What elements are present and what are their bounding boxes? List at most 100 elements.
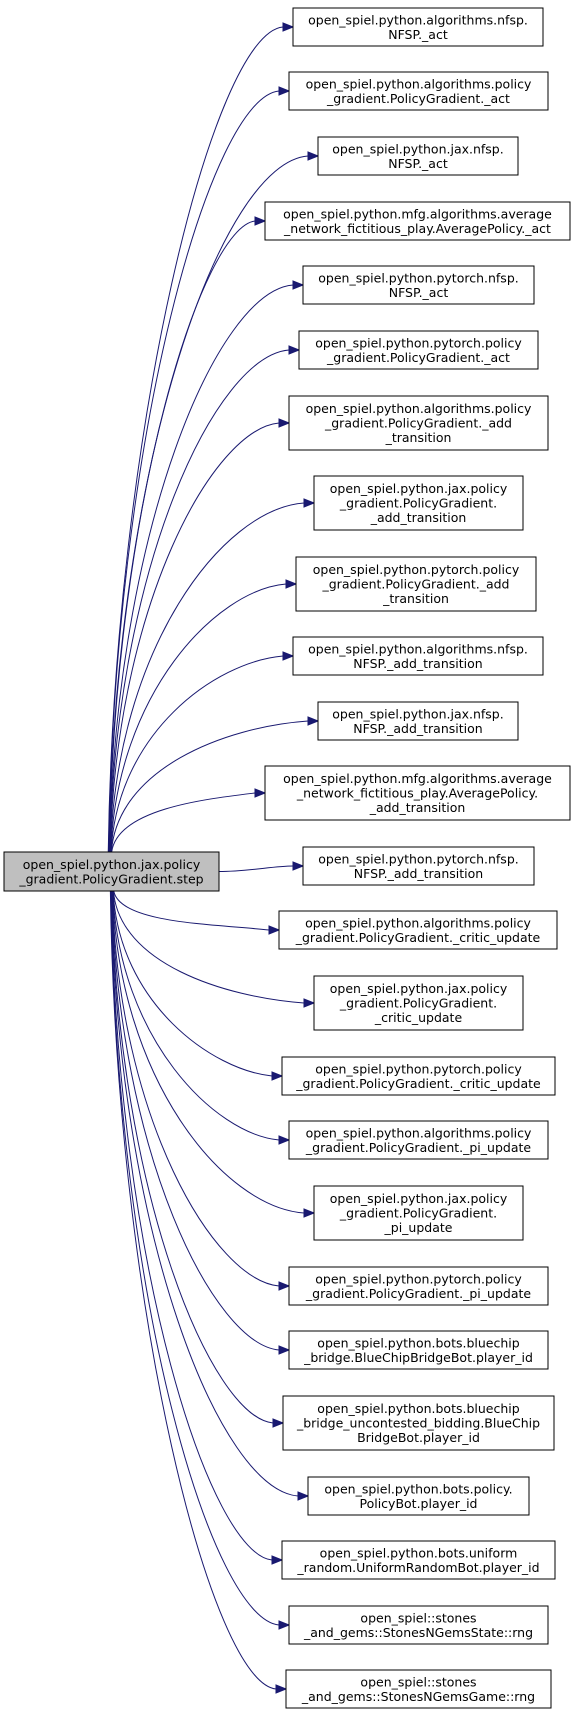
node-box bbox=[281, 1056, 556, 1096]
edge-arrowhead bbox=[288, 345, 301, 355]
edge-arrowhead bbox=[292, 861, 305, 871]
callee-node-t12[interactable]: open_spiel.python.pytorch.nfsp.NFSP._add… bbox=[302, 846, 535, 886]
callee-node-t13[interactable]: open_spiel.python.algorithms.policy_grad… bbox=[278, 910, 558, 950]
callee-node-t4[interactable]: open_spiel.python.pytorch.nfsp.NFSP._act bbox=[302, 265, 535, 305]
edge-arrowhead bbox=[254, 788, 267, 798]
node-label-line: _transition bbox=[385, 430, 452, 445]
node-label-line: open_spiel.python.algorithms.nfsp. bbox=[308, 12, 528, 27]
node-label-line: open_spiel.python.pytorch.policy bbox=[315, 1271, 522, 1286]
node-box bbox=[302, 846, 535, 886]
node-label-line: NFSP._add_transition bbox=[354, 866, 483, 881]
node-label-line: open_spiel.python.bots.policy. bbox=[324, 1481, 512, 1496]
callee-node-t5[interactable]: open_spiel.python.pytorch.policy_gradien… bbox=[298, 330, 539, 370]
node-label-line: _add_transition bbox=[369, 800, 466, 815]
callee-node-t22[interactable]: open_spiel.python.bots.uniform_random.Un… bbox=[281, 1540, 556, 1580]
node-label-line: _gradient.PolicyGradient._pi_update bbox=[305, 1140, 531, 1155]
call-edge-t1 bbox=[108, 90, 280, 853]
node-label-line: _pi_update bbox=[384, 1220, 453, 1235]
node-label-line: _and_gems::StonesNGemsState::rng bbox=[303, 1625, 533, 1640]
node-label-line: open_spiel.python.algorithms.policy bbox=[306, 1125, 532, 1140]
node-label-line: _gradient.PolicyGradient. bbox=[339, 496, 497, 511]
node-label-line: open_spiel.python.bots.bluechip bbox=[317, 1335, 519, 1350]
node-label-line: _and_gems::StonesNGemsGame::rng bbox=[301, 1689, 535, 1704]
call-edge-t23 bbox=[110, 890, 280, 1626]
node-box bbox=[288, 1266, 549, 1306]
node-label-line: open_spiel.python.jax.policy bbox=[330, 481, 508, 496]
callee-node-t15[interactable]: open_spiel.python.pytorch.policy_gradien… bbox=[281, 1056, 556, 1096]
callee-node-t0[interactable]: open_spiel.python.algorithms.nfsp.NFSP._… bbox=[292, 7, 544, 47]
callee-node-t1[interactable]: open_spiel.python.algorithms.policy_grad… bbox=[288, 71, 549, 111]
edge-arrowhead bbox=[278, 86, 291, 96]
callee-node-t19[interactable]: open_spiel.python.bots.bluechip_bridge.B… bbox=[288, 1330, 549, 1370]
node-label-line: open_spiel.python.bots.uniform bbox=[320, 1545, 518, 1560]
node-label-line: _gradient.PolicyGradient. bbox=[339, 996, 497, 1011]
call-edge-t2 bbox=[108, 155, 309, 853]
node-box bbox=[292, 636, 544, 676]
nodes-layer: open_spiel.python.algorithms.nfsp.NFSP._… bbox=[3, 7, 571, 1709]
callee-node-t14[interactable]: open_spiel.python.jax.policy_gradient.Po… bbox=[313, 975, 524, 1031]
call-edge-t4 bbox=[108, 284, 294, 853]
node-box bbox=[288, 395, 549, 451]
node-label-line: _gradient.PolicyGradient._pi_update bbox=[305, 1286, 531, 1301]
call-edge-t7 bbox=[109, 502, 305, 853]
callee-node-t17[interactable]: open_spiel.python.jax.policy_gradient.Po… bbox=[313, 1185, 524, 1241]
node-box bbox=[288, 1330, 549, 1370]
call-edge-t15 bbox=[112, 890, 273, 1077]
call-edge-t18 bbox=[111, 890, 280, 1287]
node-box bbox=[302, 265, 535, 305]
call-edge-t21 bbox=[110, 890, 299, 1497]
callee-node-t9[interactable]: open_spiel.python.algorithms.nfsp.NFSP._… bbox=[292, 636, 544, 676]
edge-arrowhead bbox=[254, 216, 267, 226]
edge-arrowhead bbox=[307, 151, 320, 161]
node-label-line: _network_fictitious_play.AveragePolicy. bbox=[296, 786, 538, 801]
node-box bbox=[282, 1395, 555, 1451]
node-label-line: open_spiel::stones bbox=[360, 1674, 476, 1689]
edge-arrowhead bbox=[275, 1684, 288, 1694]
node-label-line: _critic_update bbox=[374, 1010, 463, 1025]
node-box bbox=[292, 7, 544, 47]
callee-node-t3[interactable]: open_spiel.python.mfg.algorithms.average… bbox=[264, 201, 571, 241]
node-label-line: _bridge_uncontested_bidding.BlueChip bbox=[296, 1416, 540, 1431]
call-edge-t17 bbox=[111, 890, 305, 1214]
node-label-line: open_spiel.python.jax.policy bbox=[330, 981, 508, 996]
callee-node-t8[interactable]: open_spiel.python.pytorch.policy_gradien… bbox=[295, 556, 537, 612]
edge-arrowhead bbox=[285, 579, 298, 589]
call-edge-t3 bbox=[108, 220, 256, 853]
node-label-line: NFSP._add_transition bbox=[353, 721, 482, 736]
call-edge-t12 bbox=[218, 865, 294, 872]
callee-node-t10[interactable]: open_spiel.python.jax.nfsp.NFSP._add_tra… bbox=[317, 701, 519, 741]
node-label-line: _gradient.PolicyGradient._critic_update bbox=[295, 1076, 541, 1091]
callee-node-t6[interactable]: open_spiel.python.algorithms.policy_grad… bbox=[288, 395, 549, 451]
edge-arrowhead bbox=[282, 651, 295, 661]
call-edge-t9 bbox=[110, 655, 284, 853]
call-edge-t8 bbox=[110, 583, 287, 853]
node-label-line: open_spiel.python.pytorch.policy bbox=[315, 335, 522, 350]
callee-node-t11[interactable]: open_spiel.python.mfg.algorithms.average… bbox=[264, 765, 571, 821]
node-box bbox=[307, 1476, 530, 1516]
node-label-line: _random.UniformRandomBot.player_id bbox=[296, 1560, 539, 1575]
node-box bbox=[288, 1605, 549, 1645]
callee-node-t24[interactable]: open_spiel::stones_and_gems::StonesNGems… bbox=[285, 1669, 552, 1709]
callee-node-t7[interactable]: open_spiel.python.jax.policy_gradient.Po… bbox=[313, 475, 524, 531]
node-box bbox=[278, 910, 558, 950]
node-label-line: BridgeBot.player_id bbox=[357, 1430, 480, 1445]
callee-node-t20[interactable]: open_spiel.python.bots.bluechip_bridge_u… bbox=[282, 1395, 555, 1451]
callee-node-t23[interactable]: open_spiel::stones_and_gems::StonesNGems… bbox=[288, 1605, 549, 1645]
callee-node-t21[interactable]: open_spiel.python.bots.policy.PolicyBot.… bbox=[307, 1476, 530, 1516]
node-label-line: open_spiel.python.jax.nfsp. bbox=[332, 706, 503, 721]
callee-node-t16[interactable]: open_spiel.python.algorithms.policy_grad… bbox=[288, 1120, 549, 1160]
call-edge-t20 bbox=[111, 890, 274, 1424]
edge-arrowhead bbox=[268, 925, 281, 935]
root-node[interactable]: open_spiel.python.jax.policy_gradient.Po… bbox=[3, 851, 220, 892]
node-label-line: open_spiel.python.algorithms.policy bbox=[306, 401, 532, 416]
node-box bbox=[298, 330, 539, 370]
node-label-line: NFSP._act bbox=[388, 27, 448, 42]
node-label-line: _gradient.PolicyGradient._act bbox=[326, 91, 510, 106]
callee-node-t2[interactable]: open_spiel.python.jax.nfsp.NFSP._act bbox=[317, 136, 519, 176]
node-label-line: _gradient.PolicyGradient._add bbox=[324, 416, 512, 431]
callee-node-t18[interactable]: open_spiel.python.pytorch.policy_gradien… bbox=[288, 1266, 549, 1306]
node-box bbox=[313, 475, 524, 531]
node-label-line: _transition bbox=[382, 591, 449, 606]
node-label-line: PolicyBot.player_id bbox=[359, 1496, 477, 1511]
node-label-line: NFSP._act bbox=[388, 156, 448, 171]
